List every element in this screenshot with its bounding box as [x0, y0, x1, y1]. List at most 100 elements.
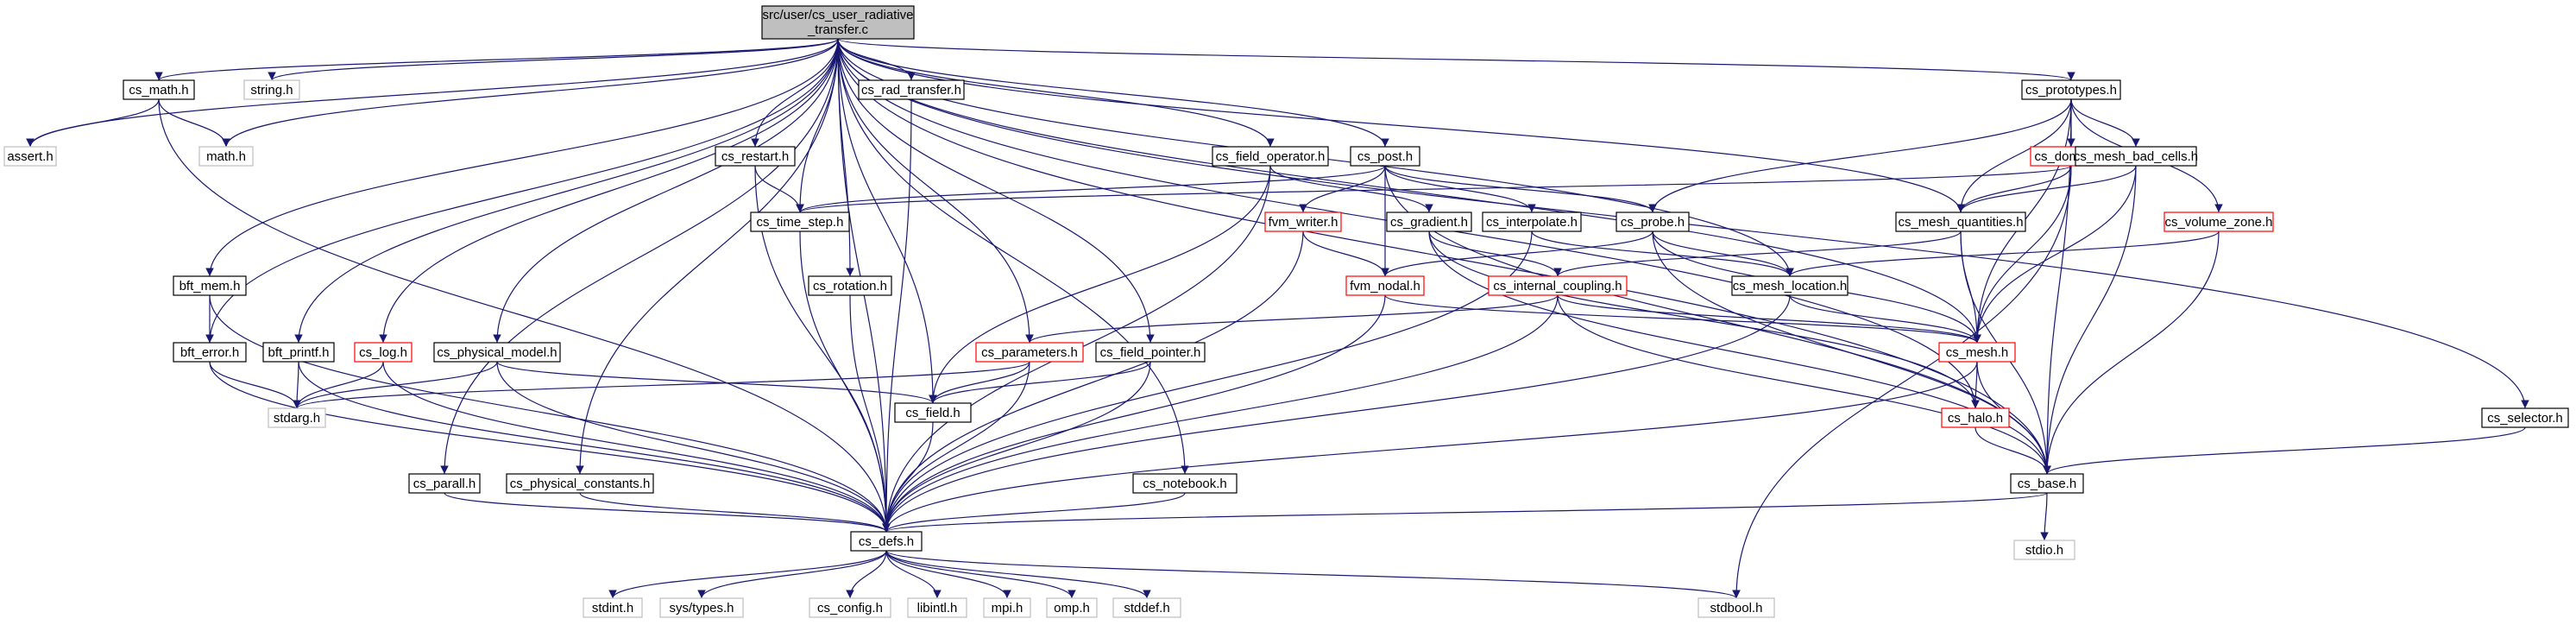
node-math: math.h — [198, 146, 254, 167]
node-cs-gradient[interactable]: cs_gradient.h — [1386, 211, 1472, 232]
node-cs-field[interactable]: cs_field.h — [894, 402, 972, 423]
node-fvm-writer[interactable]: fvm_writer.h — [1264, 211, 1342, 232]
root-label-line: src/user/cs_user_radiative — [762, 8, 913, 22]
node-box — [198, 146, 254, 167]
node-cs-rotation[interactable]: cs_rotation.h — [808, 275, 892, 296]
node-cs-mesh[interactable]: cs_mesh.h — [1938, 342, 2016, 363]
node-bft-mem[interactable]: bft_mem.h — [173, 275, 247, 296]
edge-root-to-cs-mesh — [837, 38, 1981, 344]
node-cs-physical-constants[interactable]: cs_physical_constants.h — [506, 473, 654, 494]
node-box — [583, 597, 643, 618]
node-cs-selector[interactable]: cs_selector.h — [2481, 407, 2569, 428]
node-cs-log[interactable]: cs_log.h — [354, 342, 413, 363]
node-label: stdarg.h — [274, 411, 320, 426]
edge-cs-physical-model-to-cs-defs — [496, 361, 891, 533]
edge-cs-probe-to-fvm-nodal — [1381, 230, 1653, 277]
edge-cs-mesh-to-cs-base — [1976, 361, 2051, 475]
edge-cs-domain-to-cs-time-step — [796, 165, 2072, 213]
node-box — [1731, 275, 1849, 296]
node-cs-mesh-quantities[interactable]: cs_mesh_quantities.h — [1895, 211, 2026, 232]
node-label: cs_parall.h — [413, 477, 476, 491]
edge-cs-rotation-to-cs-defs — [849, 294, 891, 533]
node-box — [1345, 275, 1425, 296]
node-cs-parameters[interactable]: cs_parameters.h — [975, 342, 1084, 363]
node-cs-physical-model[interactable]: cs_physical_model.h — [433, 342, 561, 363]
edge-cs-physical-model-to-cs-field — [496, 361, 937, 404]
node-assert: assert.h — [3, 146, 57, 167]
node-label: cs_physical_model.h — [437, 345, 557, 360]
edge-cs-internal-coupling-to-cs-parameters — [1025, 294, 1559, 344]
edge-cs-mesh-to-cs-defs — [882, 361, 1978, 533]
edge-cs-field-pointer-to-cs-field — [929, 361, 1151, 404]
node-box — [1132, 473, 1238, 494]
edge-root-to-cs-mesh-quantities — [837, 38, 1965, 213]
node-cs-mesh-location[interactable]: cs_mesh_location.h — [1731, 275, 1849, 296]
node-cs-volume-zone[interactable]: cs_volume_zone.h — [2163, 211, 2274, 232]
edge-cs-defs-to-mpi — [885, 550, 1011, 599]
node-cs-time-step[interactable]: cs_time_step.h — [750, 211, 850, 232]
edge-cs-interpolate-to-cs-mesh-location — [1531, 230, 1794, 277]
node-box — [1046, 597, 1098, 618]
node-box — [3, 146, 57, 167]
node-cs-parall[interactable]: cs_parall.h — [408, 473, 481, 494]
edge-cs-physical-constants-to-cs-defs — [579, 492, 891, 533]
node-box — [408, 473, 481, 494]
node-cs-interpolate[interactable]: cs_interpolate.h — [1482, 211, 1582, 232]
edge-cs-math-to-assert — [26, 98, 160, 148]
node-box — [173, 275, 247, 296]
node-cs-rad-transfer[interactable]: cs_rad_transfer.h — [858, 79, 965, 100]
node-cs-field-operator[interactable]: cs_field_operator.h — [1212, 146, 1329, 167]
edge-cs-post-to-cs-time-step — [796, 165, 1386, 213]
node-cs-base[interactable]: cs_base.h — [2010, 473, 2084, 494]
edge-root-to-cs-field-operator — [837, 38, 1275, 148]
edge-root-to-cs-parameters — [837, 38, 1034, 344]
edge-cs-selector-to-cs-base — [2043, 426, 2526, 475]
edge-cs-log-to-stdarg — [293, 361, 384, 409]
edge-bft-error-to-stdarg — [209, 361, 301, 409]
node-label: cs_field_operator.h — [1216, 149, 1326, 164]
node-box — [761, 5, 915, 40]
node-cs-probe[interactable]: cs_probe.h — [1616, 211, 1690, 232]
node-box — [907, 597, 967, 618]
node-label: cs_field.h — [905, 406, 960, 420]
edge-cs-prototypes-to-cs-base — [2043, 98, 2072, 475]
node-box — [858, 79, 965, 100]
node-box — [1212, 146, 1329, 167]
node-cs-restart[interactable]: cs_restart.h — [715, 146, 796, 167]
node-omp: omp.h — [1046, 597, 1098, 618]
node-cs-notebook[interactable]: cs_notebook.h — [1132, 473, 1238, 494]
edge-root-to-cs-field-pointer — [837, 38, 1155, 344]
node-cs-post[interactable]: cs_post.h — [1350, 146, 1420, 167]
node-stdio: stdio.h — [2013, 540, 2075, 560]
node-box — [1488, 275, 1628, 296]
edge-cs-probe-to-cs-mesh-location — [1652, 230, 1794, 277]
edge-cs-defs-to-stdint — [608, 550, 887, 599]
node-cs-field-pointer[interactable]: cs_field_pointer.h — [1095, 342, 1206, 363]
edge-cs-notebook-to-cs-defs — [882, 492, 1186, 533]
node-box — [1938, 342, 2016, 363]
node-box — [1095, 342, 1206, 363]
node-label: fvm_writer.h — [1269, 215, 1338, 230]
edge-cs-parameters-to-stdarg — [293, 361, 1030, 409]
edge-cs-gradient-to-cs-internal-coupling — [1428, 230, 1562, 277]
node-label: cs_defs.h — [859, 534, 914, 549]
edge-cs-field-operator-to-cs-field — [929, 165, 1271, 404]
node-stdbool: stdbool.h — [1697, 597, 1775, 618]
node-label: cs_post.h — [1357, 149, 1413, 164]
node-label: cs_parameters.h — [981, 345, 1078, 360]
node-bft-error[interactable]: bft_error.h — [173, 342, 247, 363]
node-cs-prototypes[interactable]: cs_prototypes.h — [2021, 79, 2121, 100]
node-cs-internal-coupling[interactable]: cs_internal_coupling.h — [1488, 275, 1628, 296]
edge-bft-mem-to-cs-defs — [209, 294, 891, 533]
node-cs-math[interactable]: cs_math.h — [123, 79, 195, 100]
edge-cs-field-pointer-to-cs-defs — [882, 361, 1151, 533]
node-fvm-nodal[interactable]: fvm_nodal.h — [1345, 275, 1425, 296]
node-cs-mesh-bad-cells[interactable]: cs_mesh_bad_cells.h — [2074, 146, 2198, 167]
edge-cs-mesh-to-cs-halo — [1971, 361, 1980, 409]
node-box — [1895, 211, 2026, 232]
node-box — [894, 402, 972, 423]
node-bft-printf[interactable]: bft_printf.h — [262, 342, 335, 363]
node-cs-defs[interactable]: cs_defs.h — [850, 531, 923, 552]
edge-cs-internal-coupling-to-cs-base — [1557, 294, 2051, 475]
node-cs-halo[interactable]: cs_halo.h — [1941, 407, 2010, 428]
